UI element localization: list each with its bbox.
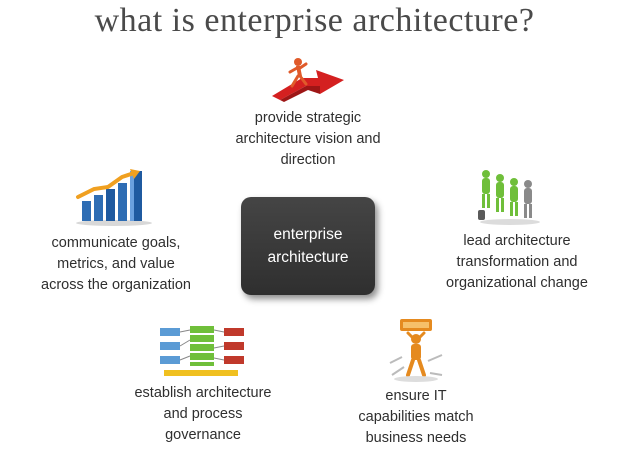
process-flowchart-icon: [160, 326, 244, 376]
node-bottom-left-label: establish architecture and process gover…: [108, 383, 298, 446]
runner-on-red-arrow-icon: [272, 58, 344, 102]
node-left-line-3: across the organization: [41, 277, 191, 293]
node-top-line-1: provide strategic: [254, 110, 362, 126]
node-bottom-right-line-3: business needs: [365, 430, 467, 446]
brand-figure-icon: [389, 319, 443, 382]
node-top-line-2: architecture vision and: [235, 131, 381, 147]
node-bottom-left-line-2: and process: [163, 406, 243, 422]
node-right-line-1: lead architecture: [463, 233, 571, 249]
center-line-1: enterprise: [273, 226, 343, 243]
growth-bar-chart-icon: [76, 169, 152, 226]
node-bottom-right-line-1: ensure IT: [385, 388, 447, 404]
green-people-group-icon: [478, 170, 540, 225]
node-top-label: provide strategic architecture vision an…: [208, 108, 408, 171]
node-left-label: communicate goals, metrics, and value ac…: [20, 233, 212, 296]
center-concept-box: enterprise architecture: [241, 197, 375, 295]
node-left-line-2: metrics, and value: [57, 256, 175, 272]
node-bottom-right-label: ensure IT capabilities match business ne…: [341, 386, 491, 449]
node-right-label: lead architecture transformation and org…: [418, 231, 616, 294]
node-top-line-3: direction: [280, 152, 336, 168]
node-bottom-left-line-3: governance: [165, 427, 241, 443]
center-line-2: architecture: [267, 249, 349, 266]
node-left-line-1: communicate goals,: [51, 235, 181, 251]
node-bottom-left-line-1: establish architecture: [134, 385, 272, 401]
node-right-line-3: organizational change: [446, 275, 588, 291]
page-title: what is enterprise architecture?: [94, 2, 535, 39]
node-bottom-right-line-2: capabilities match: [358, 409, 474, 425]
node-right-line-2: transformation and: [456, 254, 578, 270]
